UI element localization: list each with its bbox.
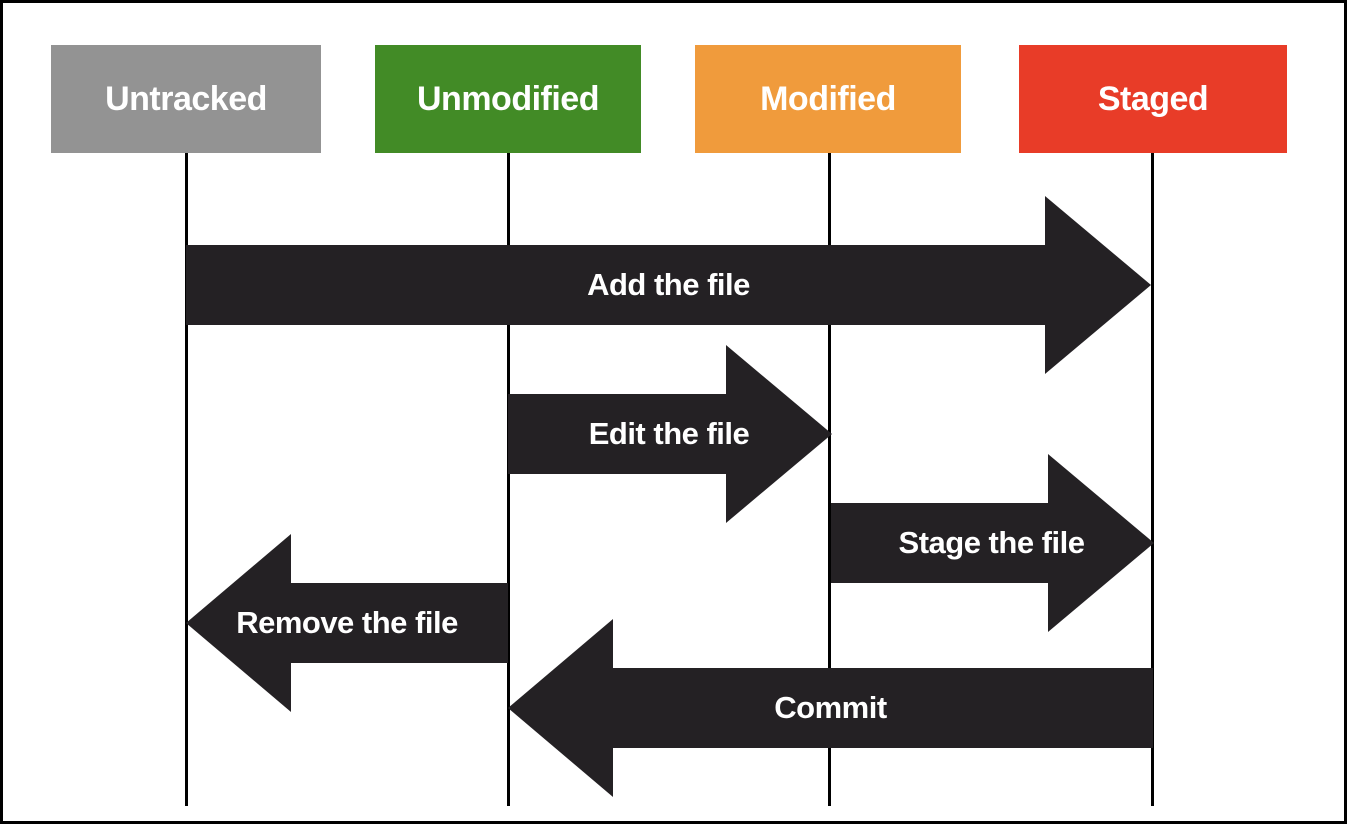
lifeline-untracked <box>185 153 188 806</box>
arrow-edit-the-file-shaft <box>508 394 726 474</box>
arrow-commit-head-icon <box>508 619 613 797</box>
lifeline-unmodified <box>507 153 510 806</box>
arrow-edit-the-file-label: Edit the file <box>588 416 750 451</box>
arrow-edit-the-file-head-icon <box>726 345 832 523</box>
state-box-unmodified: Unmodified <box>375 45 641 153</box>
state-box-modified: Modified <box>695 45 961 153</box>
arrow-stage-the-file-label: Stage the file <box>898 525 1085 560</box>
arrow-stage-the-file-shaft <box>831 503 1048 583</box>
arrow-commit-shaft <box>613 668 1153 748</box>
state-box-staged: Staged <box>1019 45 1287 153</box>
state-label-staged: Staged <box>1097 79 1209 118</box>
arrow-remove-the-file-shaft <box>291 583 508 663</box>
state-box-untracked: Untracked <box>51 45 321 153</box>
arrow-commit-label: Commit <box>774 690 887 725</box>
arrow-add-the-file-shaft <box>186 245 1045 325</box>
state-label-untracked: Untracked <box>105 79 267 118</box>
state-label-modified: Modified <box>760 79 896 118</box>
arrow-remove-the-file-head-icon <box>186 534 291 712</box>
state-label-unmodified: Unmodified <box>417 79 599 118</box>
arrow-stage-the-file-head-icon <box>1048 454 1154 632</box>
arrow-add-the-file-head-icon <box>1045 196 1151 374</box>
arrow-add-the-file-label: Add the file <box>587 267 750 302</box>
arrow-remove-the-file-label: Remove the file <box>236 605 458 640</box>
